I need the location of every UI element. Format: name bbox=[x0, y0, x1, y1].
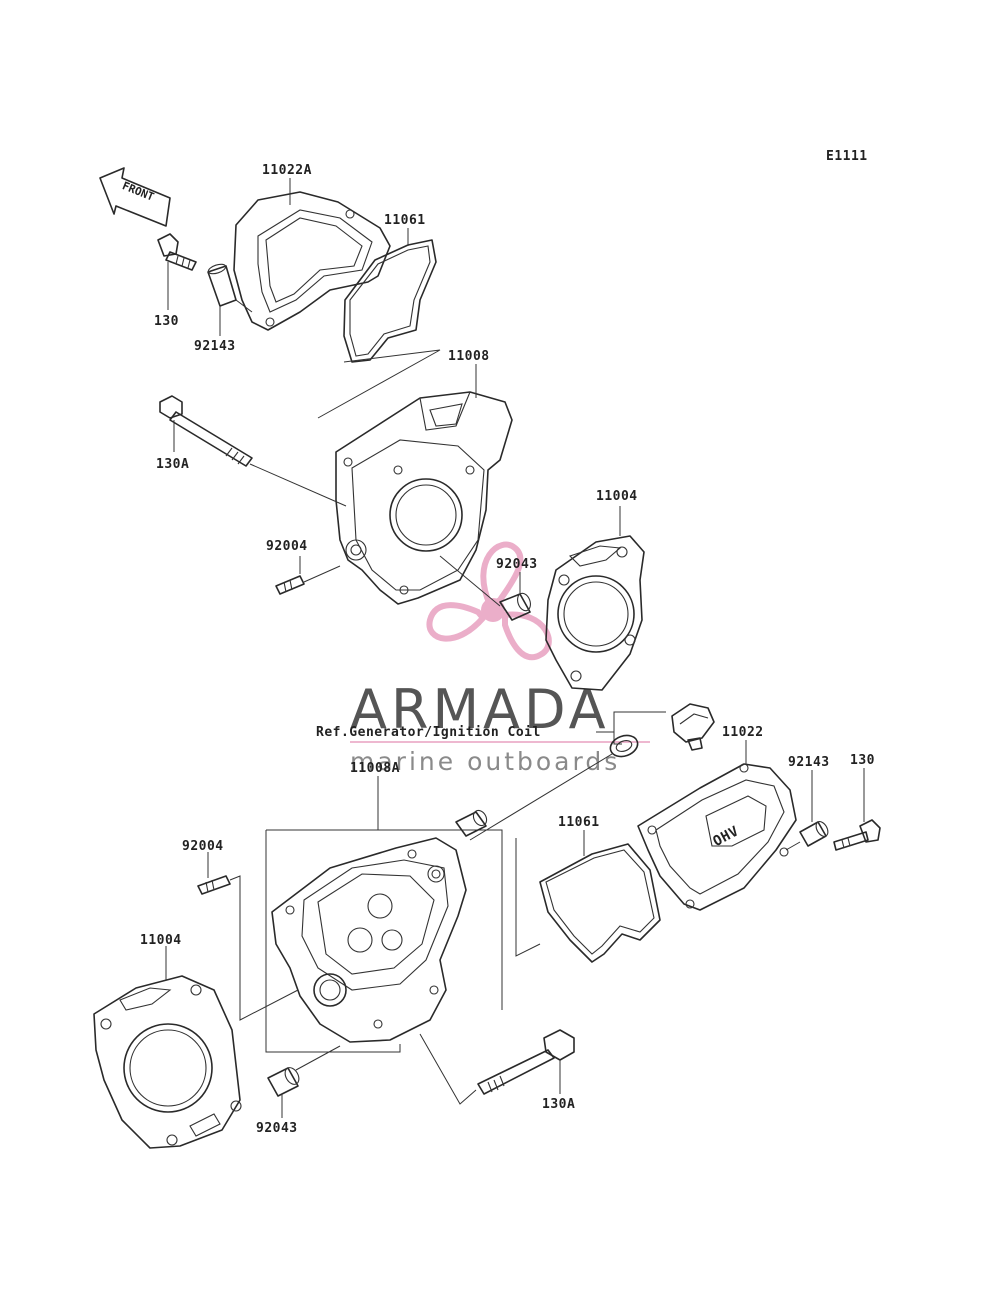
bolt-130-bottom bbox=[833, 819, 881, 851]
cylinder-head-bottom bbox=[271, 837, 467, 1043]
bracket-left bbox=[265, 830, 401, 1053]
label-cover-bottom: 11022 bbox=[722, 725, 764, 740]
label-long-bolt-bottom: 130A bbox=[542, 1097, 575, 1112]
bracket-top bbox=[266, 829, 503, 1010]
cover-gasket-bottom bbox=[539, 843, 661, 963]
reference-note: Ref.Generator/Ignition Coil bbox=[316, 725, 541, 740]
head-sleeve bbox=[455, 809, 488, 837]
o-ring bbox=[609, 734, 639, 758]
stud-92004-top bbox=[275, 575, 305, 595]
label-dowel-bottom: 92043 bbox=[256, 1121, 298, 1136]
label-head-bottom: 11008A bbox=[350, 761, 400, 776]
label-bolt-bottom: 130 bbox=[850, 753, 875, 768]
cylinder-head-cover-top bbox=[233, 191, 391, 331]
stud-92004-bottom bbox=[197, 875, 231, 895]
label-cover-top: 11022A bbox=[262, 163, 312, 178]
oil-filler-cap bbox=[671, 703, 715, 751]
pin-92143-bottom bbox=[799, 821, 829, 847]
head-gasket-top bbox=[545, 535, 645, 691]
head-gasket-bottom bbox=[93, 975, 242, 1149]
cover-gasket-top bbox=[343, 239, 437, 363]
watermark-propeller-icon bbox=[426, 541, 552, 661]
front-arrow-icon: FRONT bbox=[99, 167, 171, 227]
label-head-top: 11008 bbox=[448, 349, 490, 364]
label-stud-bottom: 92004 bbox=[182, 839, 224, 854]
pin-92143-top bbox=[207, 263, 237, 307]
bolt-130-top bbox=[157, 233, 197, 271]
cylinder-head-top bbox=[335, 391, 513, 605]
front-label: FRONT bbox=[120, 179, 156, 204]
label-pin-top: 92143 bbox=[194, 339, 236, 354]
dowel-92043-bottom bbox=[267, 1067, 300, 1097]
long-bolt-130a-top bbox=[159, 395, 253, 467]
dowel-92043-top bbox=[499, 592, 531, 621]
long-bolt-130a-bottom bbox=[477, 1029, 575, 1095]
label-dowel-top: 92043 bbox=[496, 557, 538, 572]
diagram-code: E1111 bbox=[826, 149, 868, 164]
label-head-gasket-bottom: 11004 bbox=[140, 933, 182, 948]
label-head-gasket-top: 11004 bbox=[596, 489, 638, 504]
watermark-tagline: marine outboards bbox=[350, 747, 620, 776]
watermark-brand: ARMADA bbox=[350, 678, 610, 741]
cylinder-head-cover-bottom: OHV bbox=[637, 763, 797, 911]
label-gasket-top: 11061 bbox=[384, 213, 426, 228]
label-stud-top: 92004 bbox=[266, 539, 308, 554]
label-long-bolt-top: 130A bbox=[156, 457, 189, 472]
label-gasket-bottom: 11061 bbox=[558, 815, 600, 830]
label-bolt-top: 130 bbox=[154, 314, 179, 329]
label-pin-bottom: 92143 bbox=[788, 755, 830, 770]
bracket-right bbox=[515, 838, 541, 957]
